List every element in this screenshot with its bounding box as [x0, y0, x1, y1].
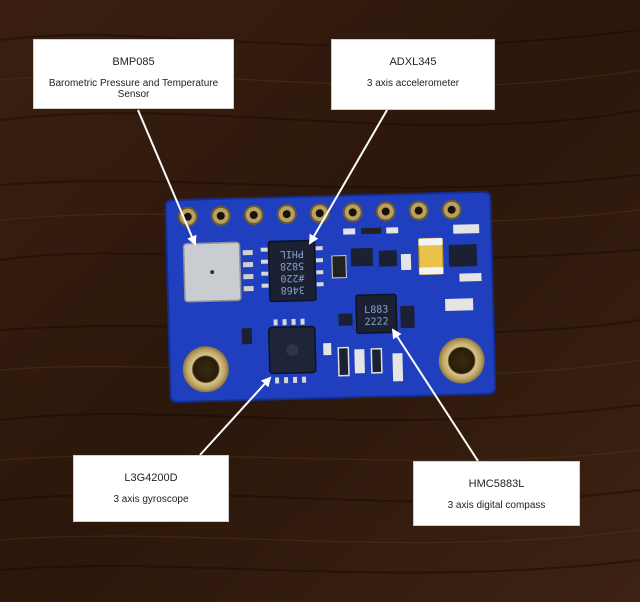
callout-l3g4200d: L3G4200D 3 axis gyroscope	[73, 455, 229, 522]
callout-l3g4200d-desc: 3 axis gyroscope	[113, 494, 189, 505]
callout-l3g4200d-name: L3G4200D	[124, 472, 178, 484]
callout-bmp085-desc: Barometric Pressure and Temperature Sens…	[48, 78, 219, 100]
hmc5883l-chip: L883 2222	[355, 293, 398, 335]
hmc-marking-2: 2222	[364, 316, 388, 328]
adxl-marking-2: 5828	[280, 260, 304, 272]
capacitor	[417, 237, 444, 276]
adxl-marking-3: #220	[280, 272, 304, 284]
hmc-marking-1: L883	[364, 304, 388, 316]
adxl345-chip: PHIL 5828 #220 3468	[260, 239, 324, 303]
adxl-marking-1: PHIL	[280, 248, 304, 260]
l3g4200d-chip	[241, 318, 317, 384]
adxl-marking-4: 3468	[281, 284, 305, 296]
mounting-hole-right	[438, 337, 485, 384]
bmp085-chip	[182, 241, 254, 303]
callout-adxl345-desc: 3 axis accelerometer	[366, 78, 460, 89]
arrow-hmc5883l	[391, 328, 479, 462]
header-pins	[177, 199, 462, 227]
mounting-hole-left	[182, 346, 229, 393]
passive-components	[323, 224, 482, 382]
callout-adxl345-name: ADXL345	[389, 56, 437, 68]
arrow-bmp085	[137, 109, 197, 246]
callout-bmp085-name: BMP085	[112, 56, 155, 68]
callout-bmp085: BMP085 Barometric Pressure and Temperatu…	[33, 39, 234, 109]
callout-hmc5883l-desc: 3 axis digital compass	[447, 500, 546, 511]
callout-hmc5883l-name: HMC5883L	[468, 478, 525, 490]
pcb-board: PHIL 5828 #220 3468	[164, 190, 497, 404]
arrow-l3g4200d	[199, 376, 272, 456]
arrow-adxl345	[308, 109, 388, 245]
callout-adxl345: ADXL345 3 axis accelerometer	[331, 39, 495, 110]
callout-hmc5883l: HMC5883L 3 axis digital compass	[413, 461, 580, 526]
